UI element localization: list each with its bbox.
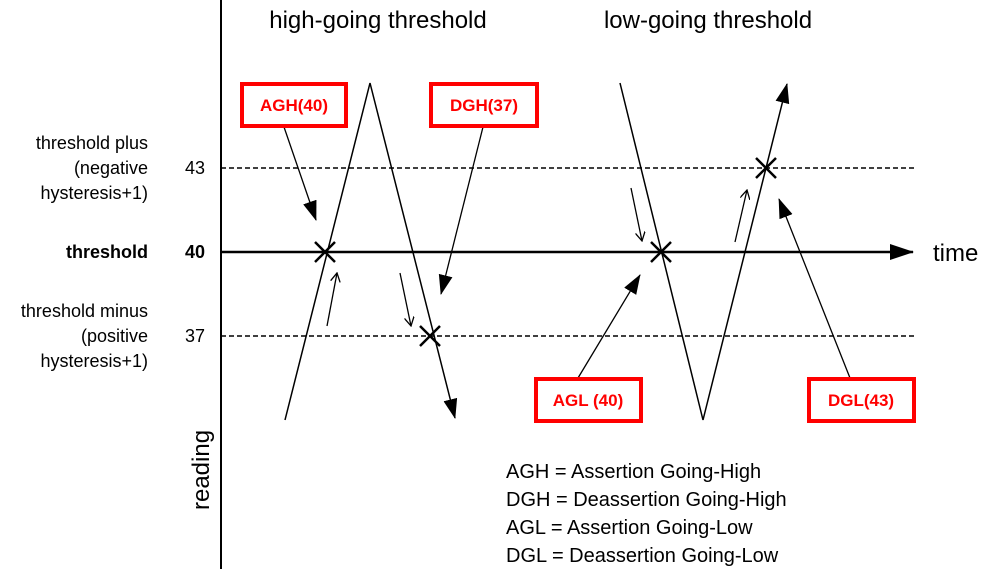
high-going-title: high-going threshold bbox=[269, 7, 487, 34]
small-up-arrow bbox=[734, 190, 747, 243]
upper-label-2: (negative bbox=[74, 158, 148, 178]
lower-value: 37 bbox=[185, 326, 205, 346]
cross-mark-dgl bbox=[755, 157, 777, 179]
cross-mark-agl bbox=[650, 241, 672, 263]
high-going-signal bbox=[284, 82, 458, 421]
upper-value: 43 bbox=[185, 158, 205, 178]
legend-dgh: DGH = Deassertion Going-High bbox=[506, 489, 787, 511]
lower-label-2: (positive bbox=[81, 326, 148, 346]
lower-label-1: threshold minus bbox=[21, 301, 148, 321]
dgh-callout: DGH(37) bbox=[429, 82, 539, 128]
dgh-callout-text: DGH(37) bbox=[450, 96, 518, 115]
small-down-arrow bbox=[399, 272, 411, 326]
dgh-pointer-arrow bbox=[438, 126, 484, 295]
legend-agh: AGH = Assertion Going-High bbox=[506, 461, 761, 483]
upper-label-3: hysteresis+1) bbox=[40, 183, 148, 203]
reading-label: reading bbox=[188, 430, 215, 510]
lower-label-3: hysteresis+1) bbox=[40, 351, 148, 371]
legend-dgl: DGL = Deassertion Going-Low bbox=[506, 545, 779, 567]
dgl-callout: DGL(43) bbox=[807, 377, 916, 423]
low-going-title: low-going threshold bbox=[604, 7, 812, 34]
cross-mark-agh bbox=[314, 241, 336, 263]
dgl-callout-text: DGL(43) bbox=[828, 391, 894, 410]
agl-callout: AGL (40) bbox=[534, 377, 643, 423]
small-down-arrow bbox=[630, 187, 642, 241]
legend-agl: AGL = Assertion Going-Low bbox=[506, 517, 753, 539]
low-going-signal bbox=[619, 82, 790, 421]
agh-callout-text: AGH(40) bbox=[260, 96, 328, 115]
cross-mark-dgh bbox=[419, 325, 441, 347]
upper-label-1: threshold plus bbox=[36, 133, 148, 153]
time-label: time bbox=[933, 240, 978, 267]
threshold-value: 40 bbox=[185, 242, 205, 262]
agh-callout: AGH(40) bbox=[240, 82, 348, 128]
agl-pointer-arrow bbox=[577, 274, 641, 379]
agh-pointer-arrow bbox=[283, 126, 317, 221]
agl-callout-text: AGL (40) bbox=[553, 391, 624, 410]
small-up-arrow bbox=[326, 273, 337, 327]
dgl-pointer-arrow bbox=[778, 198, 851, 379]
threshold-label: threshold bbox=[66, 242, 148, 262]
